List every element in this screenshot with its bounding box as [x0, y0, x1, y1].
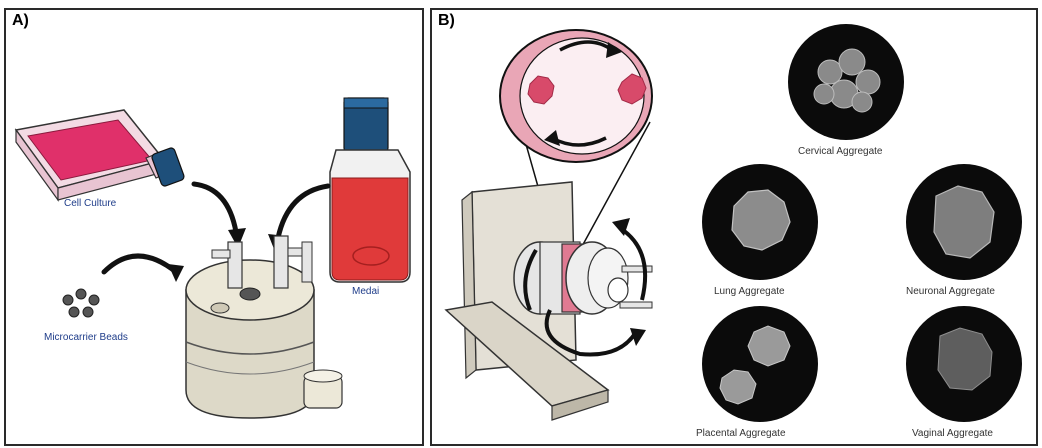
- neuronal-aggregate-label: Neuronal Aggregate: [906, 286, 995, 297]
- magnified-vessel: [500, 30, 652, 162]
- media-label: Medai: [352, 286, 379, 297]
- lung-aggregate-label: Lung Aggregate: [714, 286, 785, 297]
- panel-a-illustration: [6, 10, 424, 446]
- cell-culture-label: Cell Culture: [64, 198, 116, 209]
- vaginal-aggregate-label: Vaginal Aggregate: [912, 428, 993, 439]
- cell-culture-flask: [16, 110, 185, 200]
- input-arrows: [104, 184, 328, 272]
- microcarrier-beads: [63, 289, 99, 317]
- panel-a: A): [4, 8, 424, 446]
- media-bottle: [330, 98, 410, 282]
- panel-b: B): [430, 8, 1038, 446]
- rotating-bioreactor: [446, 182, 652, 420]
- panel-b-illustration: [432, 10, 1038, 446]
- microcarrier-beads-label: Microcarrier Beads: [44, 332, 128, 343]
- placental-aggregate-label: Placental Aggregate: [696, 428, 786, 439]
- cervical-aggregate-label: Cervical Aggregate: [798, 146, 883, 157]
- placental-micrograph: [702, 306, 818, 422]
- spinner-flask: [186, 236, 342, 418]
- aggregate-micrographs: [702, 24, 1022, 422]
